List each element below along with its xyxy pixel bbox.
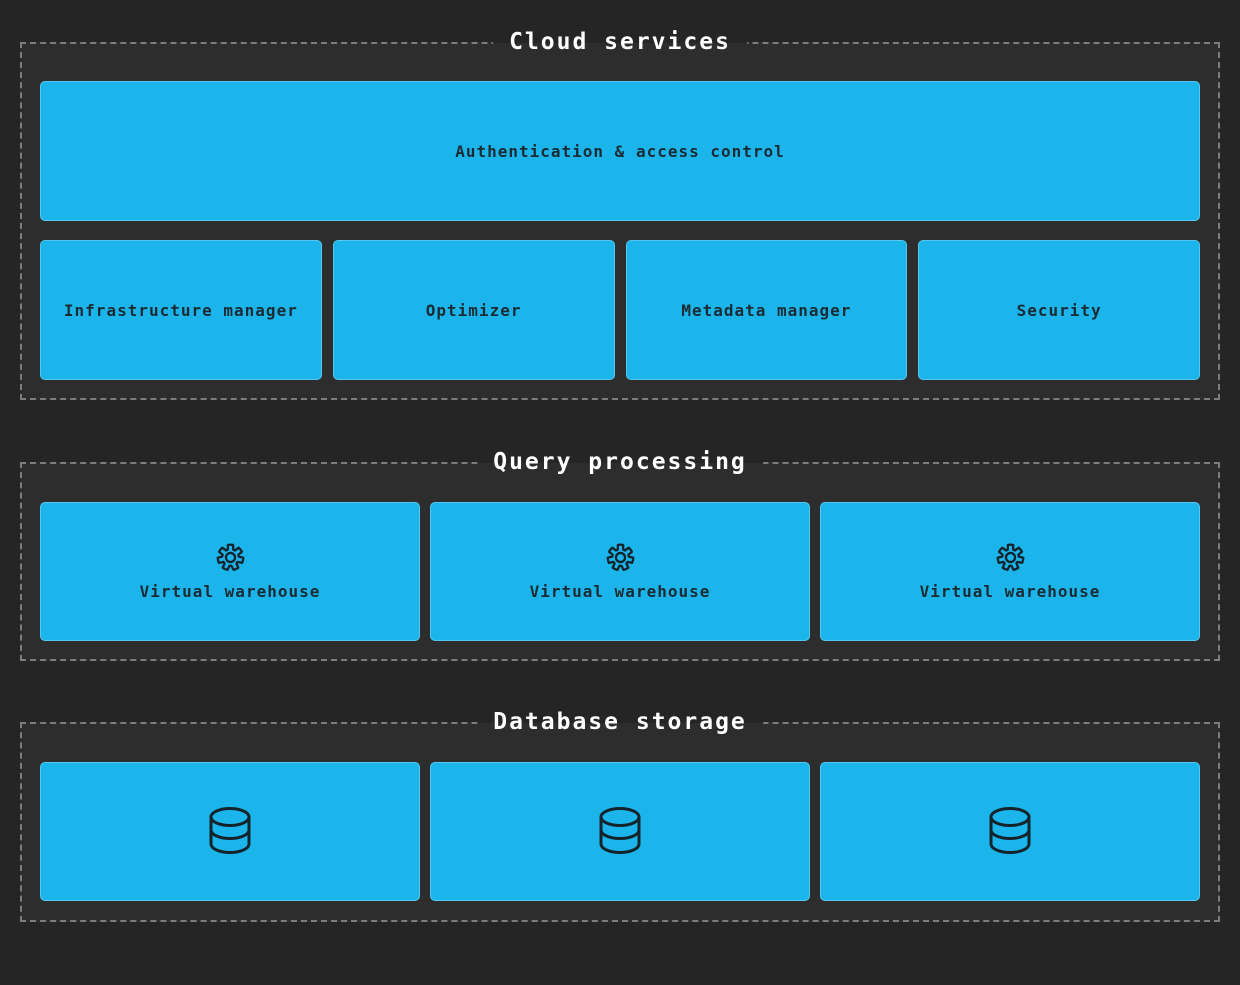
node-label: Metadata manager (681, 300, 852, 320)
node-label: Infrastructure manager (63, 300, 298, 320)
section-title: Query processing (477, 447, 763, 479)
gear-icon (215, 542, 246, 573)
node-label: Virtual warehouse (139, 582, 321, 601)
node-database (40, 762, 420, 901)
node-virtual-warehouse: Virtual warehouse (430, 502, 810, 641)
gear-icon (605, 542, 636, 573)
section-title: Cloud services (493, 27, 747, 59)
database-icon (596, 806, 644, 858)
node-authentication-access-control: Authentication & access control (40, 81, 1200, 221)
node-label: Virtual warehouse (529, 582, 711, 601)
node-virtual-warehouse: Virtual warehouse (40, 502, 420, 641)
node-virtual-warehouse: Virtual warehouse (820, 502, 1200, 641)
node-label: Virtual warehouse (919, 582, 1101, 601)
section-database-storage: Database storage (20, 707, 1220, 922)
node-infrastructure-manager: Infrastructure manager (40, 240, 322, 380)
database-storage-row (40, 762, 1200, 901)
node-label: Optimizer (425, 300, 522, 320)
node-label: Security (1016, 300, 1102, 320)
section-cloud-services: Cloud services Authentication & access c… (20, 27, 1220, 400)
cloud-services-row: Infrastructure manager Optimizer Metadat… (40, 240, 1200, 380)
node-security: Security (918, 240, 1200, 380)
query-processing-row: Virtual warehouse Virtual warehouse Virt… (40, 502, 1200, 641)
node-optimizer: Optimizer (332, 240, 615, 380)
node-label: Authentication & access control (455, 141, 785, 161)
gear-icon (995, 542, 1026, 573)
node-database (430, 762, 810, 901)
database-icon (986, 806, 1034, 858)
section-query-processing: Query processing Virtual warehouse Virtu… (20, 447, 1220, 661)
node-metadata-manager: Metadata manager (625, 240, 908, 380)
node-database (820, 762, 1200, 901)
database-icon (206, 806, 254, 858)
section-title: Database storage (477, 707, 763, 739)
